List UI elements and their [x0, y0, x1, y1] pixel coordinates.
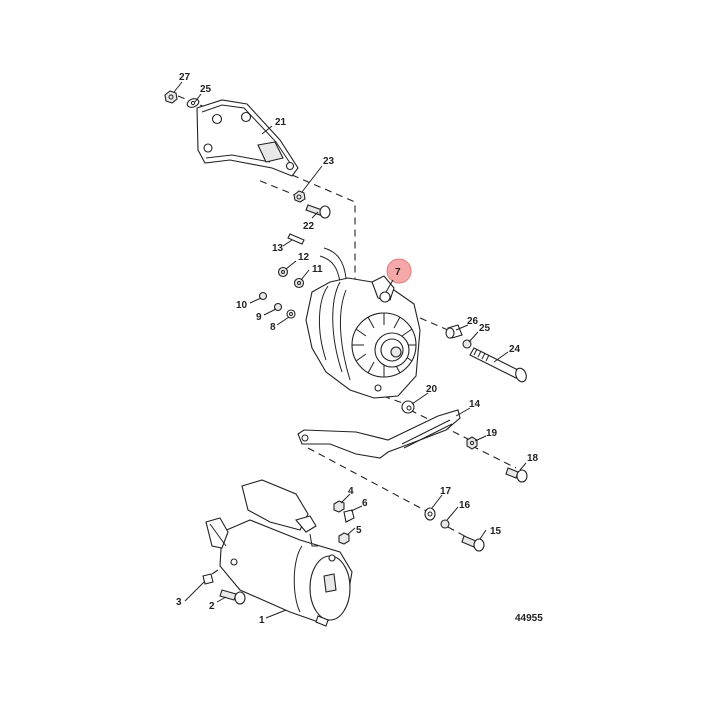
nut-12[interactable] [277, 266, 289, 278]
callout-19[interactable]: 19 [486, 428, 498, 439]
callout-8[interactable]: 8 [270, 322, 276, 333]
callout-13[interactable]: 13 [272, 243, 284, 254]
bolt-22[interactable] [305, 204, 331, 219]
leader-lines [173, 81, 527, 619]
callout-16[interactable]: 16 [459, 500, 471, 511]
callout-11[interactable]: 11 [312, 264, 323, 275]
callout-4[interactable]: 4 [348, 486, 354, 497]
callout-18[interactable]: 18 [527, 453, 539, 464]
figure-number: 44955 [515, 613, 543, 624]
nut-5[interactable] [338, 532, 350, 545]
callout-labels: 27 25 21 23 22 13 12 11 10 9 8 7 26 25 2… [176, 72, 543, 626]
alternator-7[interactable] [305, 275, 421, 399]
wires [319, 247, 347, 283]
callout-27[interactable]: 27 [179, 72, 191, 83]
callout-12[interactable]: 12 [298, 252, 310, 263]
spacer-26[interactable] [445, 324, 463, 339]
callout-20[interactable]: 20 [426, 384, 438, 395]
bolt-15[interactable] [461, 535, 485, 552]
callout-9[interactable]: 9 [256, 312, 262, 323]
callout-15[interactable]: 15 [490, 526, 502, 537]
mounting-bracket-21[interactable] [196, 99, 299, 177]
callout-25-top[interactable]: 25 [200, 84, 212, 95]
callout-10[interactable]: 10 [236, 300, 248, 311]
callout-1[interactable]: 1 [259, 615, 265, 626]
nut-11[interactable] [293, 277, 305, 289]
washer-17[interactable] [424, 507, 436, 521]
spacer-20[interactable] [401, 400, 415, 414]
terminal-6[interactable] [343, 509, 355, 523]
nut-27[interactable] [164, 90, 178, 104]
nut-4[interactable] [333, 500, 345, 513]
washer-19[interactable] [466, 436, 478, 450]
adjusting-brace-14[interactable] [297, 409, 461, 459]
bolt-24[interactable] [469, 347, 528, 383]
callout-25-right[interactable]: 25 [479, 323, 491, 334]
callout-23[interactable]: 23 [323, 156, 335, 167]
callout-26[interactable]: 26 [467, 316, 479, 327]
washer-8[interactable] [286, 309, 296, 319]
callout-21[interactable]: 21 [275, 117, 287, 128]
pin-13[interactable] [287, 233, 305, 245]
callout-17[interactable]: 17 [440, 486, 452, 497]
callout-22[interactable]: 22 [303, 221, 315, 232]
starter-motor-1[interactable] [205, 479, 353, 627]
callout-3[interactable]: 3 [176, 597, 182, 608]
callout-14[interactable]: 14 [469, 399, 481, 410]
callout-5[interactable]: 5 [356, 525, 362, 536]
callout-24[interactable]: 24 [509, 344, 521, 355]
lockwasher-9[interactable] [273, 302, 283, 312]
highlight-circle-7[interactable] [385, 258, 412, 293]
nut-10[interactable] [258, 291, 268, 301]
bolt-18[interactable] [505, 467, 528, 483]
clip-3[interactable] [202, 573, 214, 585]
callout-2[interactable]: 2 [209, 601, 215, 612]
callout-6[interactable]: 6 [362, 498, 368, 509]
callout-7[interactable]: 7 [395, 267, 401, 278]
washer-23[interactable] [293, 190, 306, 203]
lockwasher-16[interactable] [440, 519, 450, 529]
bolt-2[interactable] [219, 589, 246, 605]
